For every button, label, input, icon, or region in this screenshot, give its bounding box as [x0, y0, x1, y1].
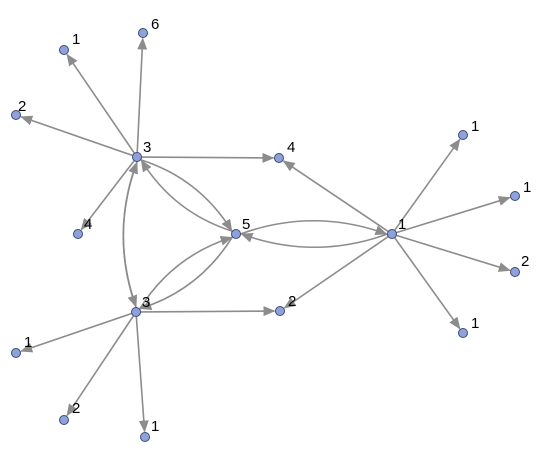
- node-dot: [132, 152, 142, 162]
- node-label: 3: [142, 294, 150, 311]
- node-dot: [458, 328, 468, 338]
- node-dot: [11, 110, 21, 120]
- node-label: 4: [287, 139, 295, 156]
- graph-node-p: 2: [510, 253, 529, 277]
- graph-node-n: 1: [458, 118, 479, 140]
- node-label: 2: [18, 98, 26, 115]
- node-dot: [510, 267, 520, 277]
- graph-node-a: 3: [132, 139, 151, 162]
- node-dot: [275, 306, 285, 316]
- graph-node-k: 1: [11, 334, 32, 358]
- graph-node-e: 1: [59, 31, 80, 55]
- graph-node-c: 5: [231, 216, 250, 239]
- graph-node-l: 2: [59, 400, 80, 425]
- edge-d-to-o: [396, 196, 511, 234]
- edge-b-to-l: [66, 315, 135, 417]
- node-dot: [73, 229, 83, 239]
- node-dot: [59, 45, 69, 55]
- node-label: 1: [24, 334, 32, 351]
- node-dot: [387, 229, 397, 239]
- edge-a-to-c: [140, 159, 233, 232]
- node-label: 1: [398, 216, 406, 233]
- graph-node-m: 1: [140, 418, 159, 442]
- edge-b-to-m: [135, 316, 149, 433]
- node-dot: [458, 130, 468, 140]
- graph-node-j: 2: [275, 293, 296, 316]
- node-dot: [138, 28, 148, 38]
- node-dot: [59, 415, 69, 425]
- node-dot: [510, 191, 520, 201]
- edge-d-to-n: [393, 138, 461, 231]
- graph-node-g: 2: [11, 98, 26, 120]
- edge-d-to-q: [393, 237, 461, 330]
- edge-b-to-k: [20, 312, 133, 353]
- edge-a-to-f: [136, 37, 148, 153]
- node-label: 2: [521, 253, 529, 270]
- edge-b-to-j: [140, 306, 276, 317]
- edge-a-to-g: [20, 115, 134, 157]
- edge-a-to-e: [66, 53, 136, 154]
- node-label: 1: [471, 315, 479, 332]
- graph-node-b: 3: [131, 294, 150, 317]
- edge-c-to-d: [240, 220, 388, 235]
- edge-c-to-a: [140, 159, 233, 232]
- node-label: 6: [151, 16, 159, 33]
- edge-a-to-h: [141, 152, 275, 163]
- edge-b-to-a: [122, 161, 138, 308]
- node-dot: [140, 432, 150, 442]
- graph-node-f: 6: [138, 16, 159, 38]
- node-dot: [131, 307, 141, 317]
- node-label: 5: [242, 216, 250, 233]
- edge-d-to-h: [282, 160, 389, 233]
- node-dot: [11, 348, 21, 358]
- edge-c-to-b: [139, 236, 234, 311]
- graph-node-o: 1: [510, 179, 531, 201]
- node-label: 1: [151, 418, 159, 435]
- node-label: 1: [523, 179, 531, 196]
- edge-d-to-c: [240, 233, 388, 248]
- node-label: 4: [84, 216, 92, 233]
- graph-node-h: 4: [274, 139, 295, 163]
- graph-node-d: 1: [387, 216, 406, 239]
- node-label: 2: [72, 400, 80, 417]
- node-label: 1: [471, 118, 479, 135]
- edge-d-to-j: [283, 235, 389, 309]
- edge-a-to-i: [80, 160, 135, 231]
- node-label: 2: [288, 293, 296, 310]
- node-label: 3: [143, 139, 151, 156]
- nodes-layer: 3 3 5 1 1 6 2 4 4 2 1 2 1 1 1 2 1: [11, 16, 531, 442]
- node-dot: [274, 153, 284, 163]
- edges-layer: [20, 37, 511, 433]
- edge-b-to-c: [138, 235, 233, 310]
- graph-node-i: 4: [73, 216, 92, 239]
- edge-d-to-p: [396, 234, 511, 272]
- graph-node-q: 1: [458, 315, 479, 338]
- node-label: 1: [72, 31, 80, 48]
- node-dot: [231, 229, 241, 239]
